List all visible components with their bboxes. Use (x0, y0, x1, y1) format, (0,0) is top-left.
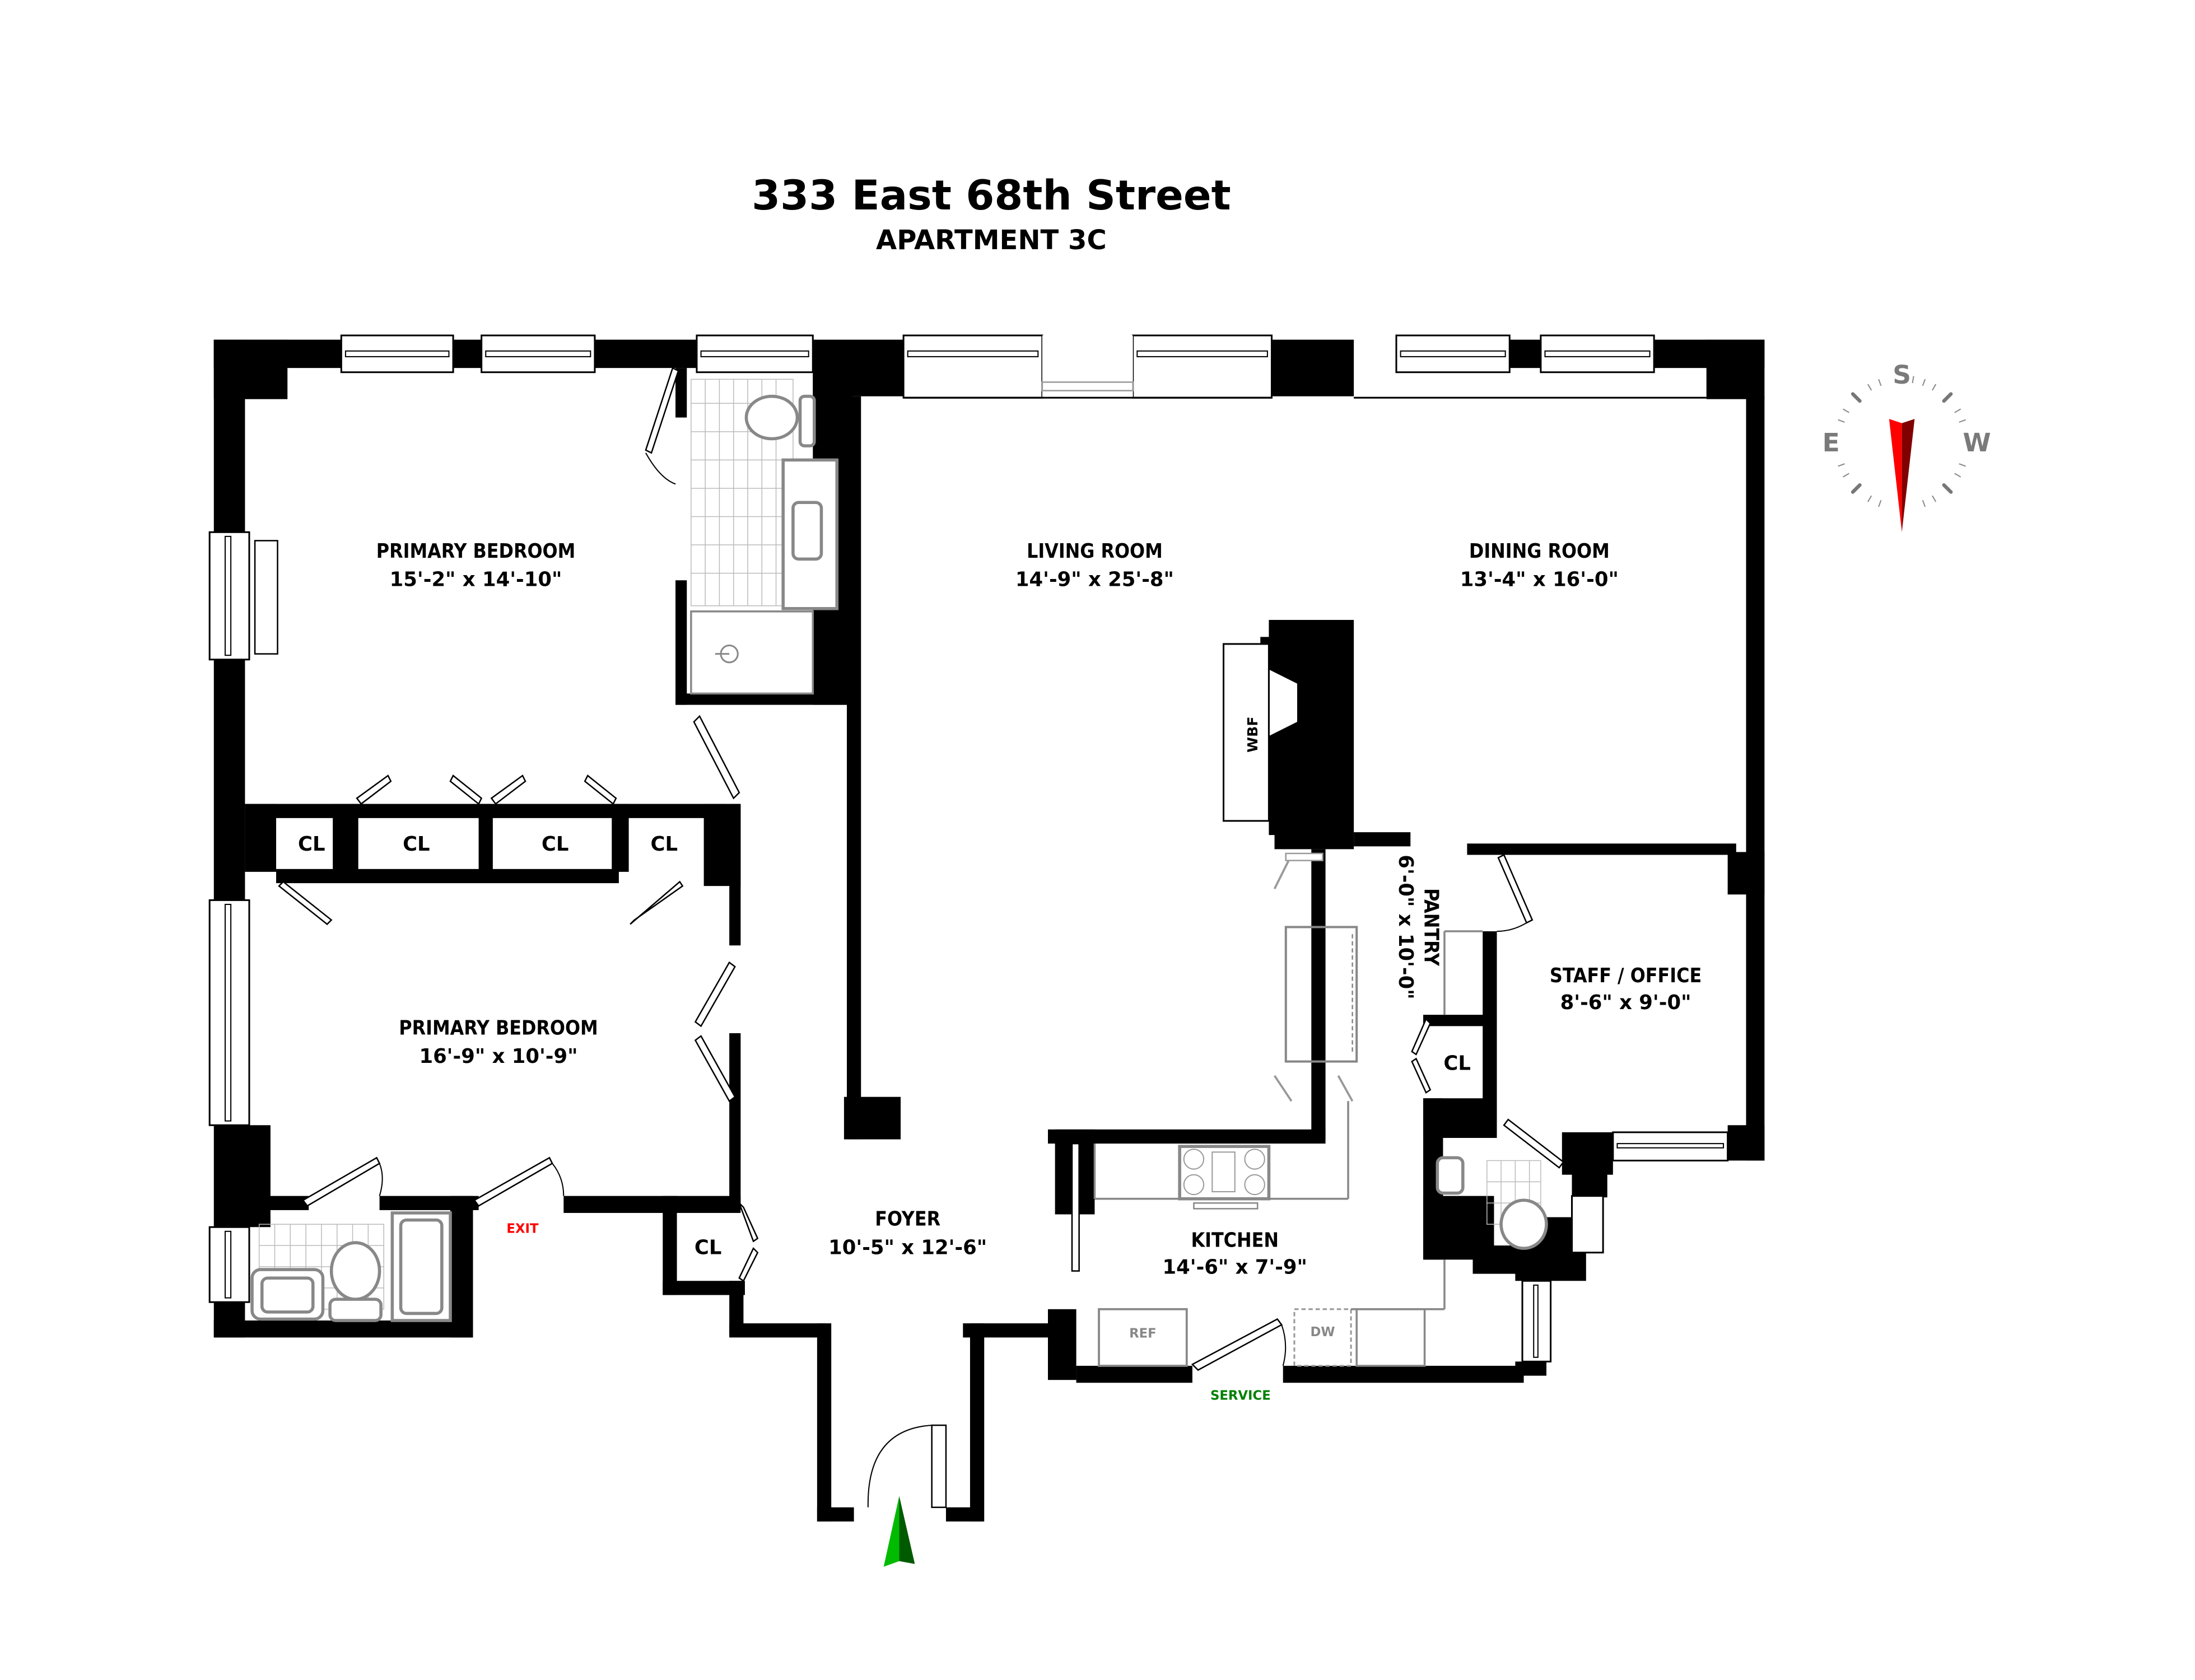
room-foyer: FOYER 10'-5" x 12'-6" (828, 1208, 987, 1259)
room-primary-bedroom-1: PRIMARY BEDROOM 15'-2" x 14'-10" (376, 540, 575, 591)
room-staff-office: STAFF / OFFICE 8'-6" x 9'-0" (1550, 964, 1702, 1014)
entry-arrow-icon (883, 1496, 915, 1567)
room-primary-bedroom-2: PRIMARY BEDROOM 16'-9" x 10'-9" (399, 1017, 598, 1068)
closet-label: CL (651, 833, 678, 856)
room-name: STAFF / OFFICE (1550, 964, 1702, 987)
room-dimensions: 14'-9" x 25'-8" (1015, 568, 1174, 591)
unit-subtitle: APARTMENT 3C (876, 225, 1107, 256)
room-dining-room: DINING ROOM 13'-4" x 16'-0" (1460, 540, 1619, 591)
room-name: KITCHEN (1191, 1229, 1279, 1252)
doors (278, 367, 1565, 1508)
kitchen-fixtures: REF DW (1093, 1101, 1446, 1367)
room-name: DINING ROOM (1469, 540, 1610, 563)
closet-label: CL (695, 1236, 722, 1259)
room-dimensions: 13'-4" x 16'-0" (1460, 568, 1619, 591)
room-name: PRIMARY BEDROOM (399, 1017, 598, 1040)
refrigerator-icon (1098, 1308, 1188, 1367)
compass-ticks (1838, 376, 1966, 507)
room-dimensions: 10'-5" x 12'-6" (828, 1236, 987, 1259)
room-name: FOYER (875, 1208, 940, 1231)
room-living-room: LIVING ROOM 14'-9" x 25'-8" (1015, 540, 1174, 591)
toilet-icon (1499, 1198, 1548, 1250)
service-label: SERVICE (1210, 1389, 1271, 1403)
toilet-icon (744, 394, 799, 441)
range-stove-icon (1178, 1145, 1271, 1201)
toilet-icon (329, 1241, 381, 1301)
pantry-counter (1284, 926, 1358, 1063)
refrigerator-label: REF (1129, 1326, 1157, 1341)
closet-label: CL (403, 833, 430, 856)
compass-south-label: S (1893, 360, 1911, 390)
room-name: PANTRY (1420, 888, 1443, 967)
radiator-bedroom (254, 540, 278, 655)
bathroom-bottom-fixtures (250, 1211, 452, 1322)
fireplace-label: WBF (1245, 717, 1261, 753)
room-dimensions: 8'-6" x 9'-0" (1560, 991, 1691, 1014)
kitchen-sink-icon (1355, 1308, 1426, 1367)
walls (213, 339, 1765, 1522)
room-dimensions: 6'-0" x 10'-0" (1394, 855, 1417, 999)
compass-icon: S E W (1823, 360, 1991, 533)
room-pantry: PANTRY 6'-0" x 10'-0" (1394, 855, 1443, 999)
closet-label: CL (298, 833, 325, 856)
room-kitchen: KITCHEN 14'-6" x 7'-9" (1163, 1229, 1307, 1279)
compass-east-label: E (1823, 428, 1840, 458)
compass-west-label: W (1963, 428, 1991, 458)
dishwasher-label: DW (1311, 1325, 1335, 1340)
exit-label: EXIT (506, 1221, 539, 1236)
bathroom-right-fixtures (1436, 1156, 1548, 1250)
compass-needle-icon (1889, 419, 1902, 533)
bathroom-top-fixtures (690, 379, 839, 695)
room-dimensions: 16'-9" x 10'-9" (419, 1045, 577, 1068)
address-title: 333 East 68th Street (752, 172, 1231, 220)
room-name: LIVING ROOM (1027, 540, 1163, 563)
closet-label: CL (1443, 1052, 1471, 1075)
room-dimensions: 15'-2" x 14'-10" (390, 568, 562, 591)
closet-label: CL (542, 833, 569, 856)
room-dimensions: 14'-6" x 7'-9" (1163, 1256, 1307, 1279)
fireplace-hearth (1223, 643, 1270, 822)
windows (208, 334, 1729, 1362)
room-name: PRIMARY BEDROOM (376, 540, 575, 563)
radiator-living (1041, 381, 1134, 391)
